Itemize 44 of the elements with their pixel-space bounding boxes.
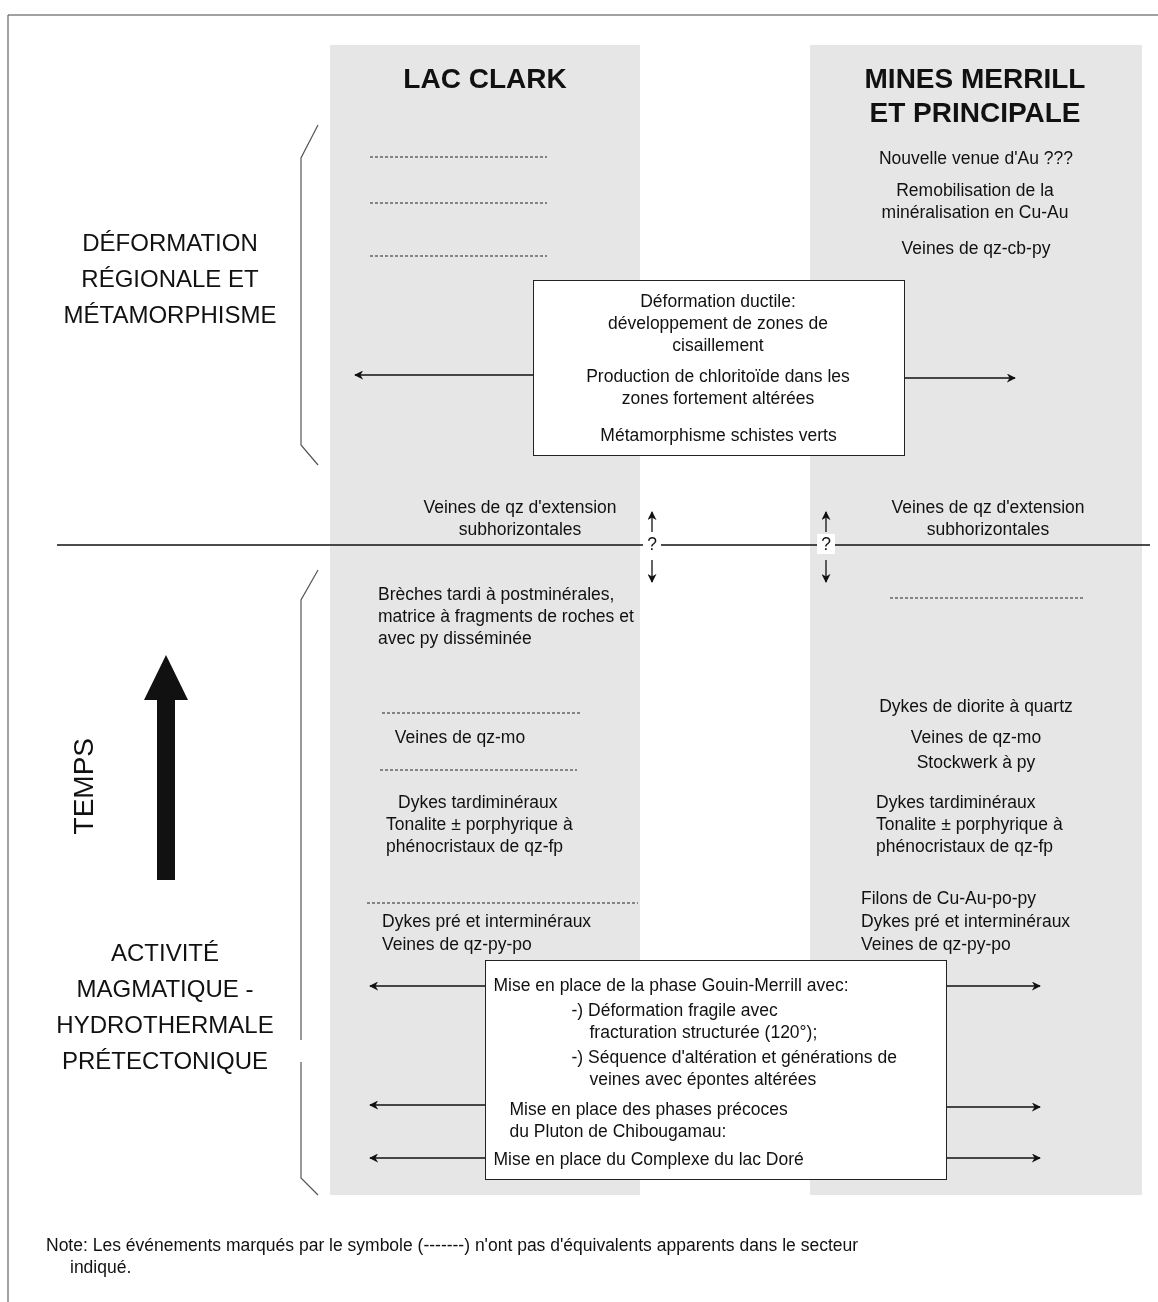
axis-label: TEMPS (68, 738, 100, 835)
description: Mise en place des phases précoces du Pluton de Chibougamau: (509, 1097, 789, 1142)
event-box (533, 280, 905, 456)
description: -) Déformation fragile avec fracturation structurée (120°); (571, 998, 819, 1043)
event-text: Nouvelle venue d'Au ??? (877, 147, 1074, 169)
description: Déformation ductile: développement de zones de cisaillement (607, 289, 829, 356)
column-heading: LAC CLARK (402, 62, 568, 96)
event-text: Stockwerk à py (915, 751, 1037, 773)
event-text: Veines de qz d'extension subhorizontales (422, 496, 618, 540)
arrow (946, 1102, 1041, 1112)
description: Mise en place du Complexe du lac Doré (493, 1147, 805, 1170)
description: -) Séquence d'altération et générations de veines avec épontes altérées (571, 1045, 898, 1090)
event-text: Dykes tardiminéraux (398, 791, 559, 813)
event-text: Veines de qz d'extension subhorizontales (890, 496, 1086, 540)
event-text: Filons de Cu-Au-po-py (861, 887, 1038, 909)
description: Production de chloritoïde dans les zones fortement altérées (585, 364, 851, 409)
event-text: Veines de qz-cb-py (900, 237, 1052, 259)
event-text: Tonalite ± porphyrique à phénocristaux de qz-fp (876, 813, 1064, 857)
event-text: Dykes tardiminéraux (876, 791, 1037, 813)
event-text: Dykes pré et interminéraux (382, 910, 593, 932)
event-text: Veines de qz-mo (909, 726, 1043, 748)
arrow (904, 373, 1016, 383)
description: Métamorphisme schistes verts (599, 423, 838, 446)
event-text: Veines de qz-py-po (382, 933, 533, 955)
event-text: Veines de qz-py-po (861, 933, 1012, 955)
description: Remobilisation de la minéralisation en Cu-Au (880, 179, 1070, 223)
arrow (369, 1153, 486, 1163)
arrow (354, 370, 534, 380)
arrow (369, 1100, 486, 1110)
description: Brèches tardi à postminérales, matrice à fragments de roches et avec py disséminée (378, 583, 635, 649)
event-text: Dykes de diorite à quartz (878, 695, 1074, 717)
event-text: Veines de qz-mo (393, 726, 527, 748)
arrow (946, 1153, 1041, 1163)
event-text: Dykes pré et interminéraux (861, 910, 1072, 932)
arrow (946, 981, 1041, 991)
section-label: DÉFORMATION RÉGIONALE ET MÉTAMORPHISME (62, 228, 278, 330)
event-text: Tonalite ± porphyrique à phénocristaux de qz-fp (386, 813, 574, 857)
section-label: ACTIVITÉ MAGMATIQUE - HYDROTHERMALE PRÉTECTONIQUE (55, 938, 275, 1076)
note-text: Note: Les événements marqués par le symbole (-------) n'ont pas d'équivalents apparents dans le secteur indiqué. (46, 1234, 860, 1278)
question-mark: ? (817, 534, 835, 554)
description: Mise en place de la phase Gouin-Merrill avec: (493, 973, 850, 996)
arrow (369, 981, 486, 991)
column-heading: MINES MERRILL ET PRINCIPALE (863, 62, 1087, 130)
event-box (485, 960, 947, 1180)
